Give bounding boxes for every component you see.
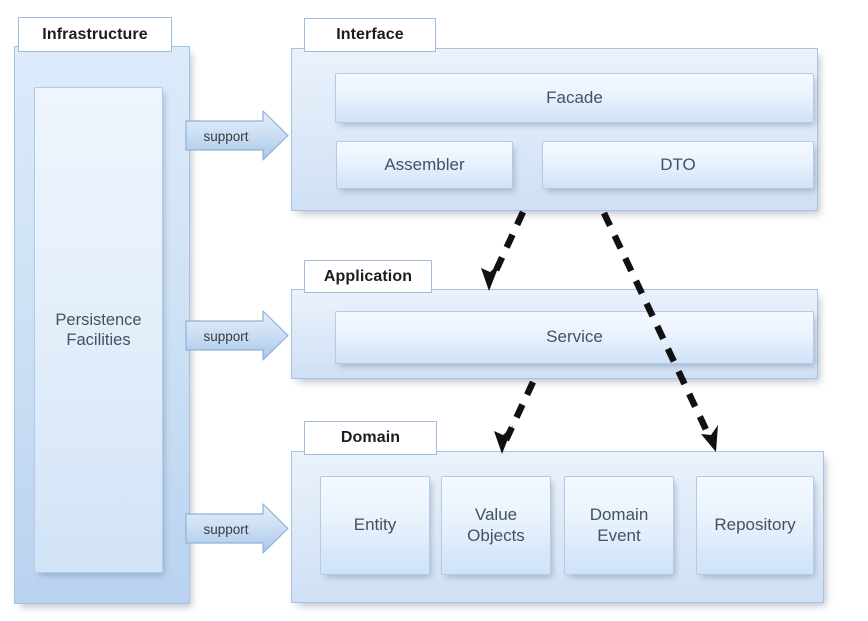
dependency-arrow-interface-to-application: [481, 210, 526, 291]
dependency-arrow-application-to-domain: [494, 380, 536, 454]
component-repository-label: Repository: [714, 515, 796, 535]
support-arrow-icon: [185, 310, 289, 361]
support-arrow-application[interactable]: support: [185, 310, 290, 362]
support-arrow-interface[interactable]: support: [185, 110, 290, 162]
component-repository[interactable]: Repository: [696, 476, 814, 575]
component-facade[interactable]: Facade: [335, 73, 814, 123]
component-entity-label: Entity: [353, 515, 397, 535]
support-arrow-domain[interactable]: support: [185, 503, 290, 555]
component-domain-event[interactable]: Domain Event: [564, 476, 674, 575]
component-value-objects-line2: Objects: [467, 525, 525, 545]
layer-label-application-text: Application: [323, 267, 413, 285]
support-arrow-icon: [185, 110, 289, 161]
component-persistence-facilities[interactable]: Persistence Facilities: [34, 87, 163, 573]
component-domain-event-line1: Domain: [589, 504, 649, 524]
component-persistence-facilities-line1: Persistence: [55, 310, 142, 329]
layer-label-interface-text: Interface: [336, 26, 404, 43]
layer-label-domain-text: Domain: [340, 429, 401, 446]
layer-label-interface: Interface: [304, 18, 436, 52]
component-dto-label: DTO: [660, 154, 696, 174]
layer-label-infrastructure: Infrastructure: [18, 17, 172, 52]
component-dto[interactable]: DTO: [542, 141, 814, 189]
component-facade-label: Facade: [546, 87, 603, 107]
component-persistence-facilities-line2: Facilities: [66, 331, 131, 349]
support-arrow-icon: [185, 503, 289, 554]
component-entity[interactable]: Entity: [320, 476, 430, 575]
component-domain-event-line2: Event: [597, 525, 641, 545]
layer-label-domain: Domain: [304, 421, 437, 455]
layer-label-application: Application: [304, 260, 432, 293]
component-service-label: Service: [546, 327, 603, 347]
component-assembler-label: Assembler: [384, 154, 465, 174]
component-value-objects[interactable]: Value Objects: [441, 476, 551, 575]
component-assembler[interactable]: Assembler: [336, 141, 513, 189]
component-service[interactable]: Service: [335, 311, 814, 364]
layer-label-infrastructure-text: Infrastructure: [42, 25, 148, 43]
component-value-objects-line1: Value: [474, 504, 518, 524]
